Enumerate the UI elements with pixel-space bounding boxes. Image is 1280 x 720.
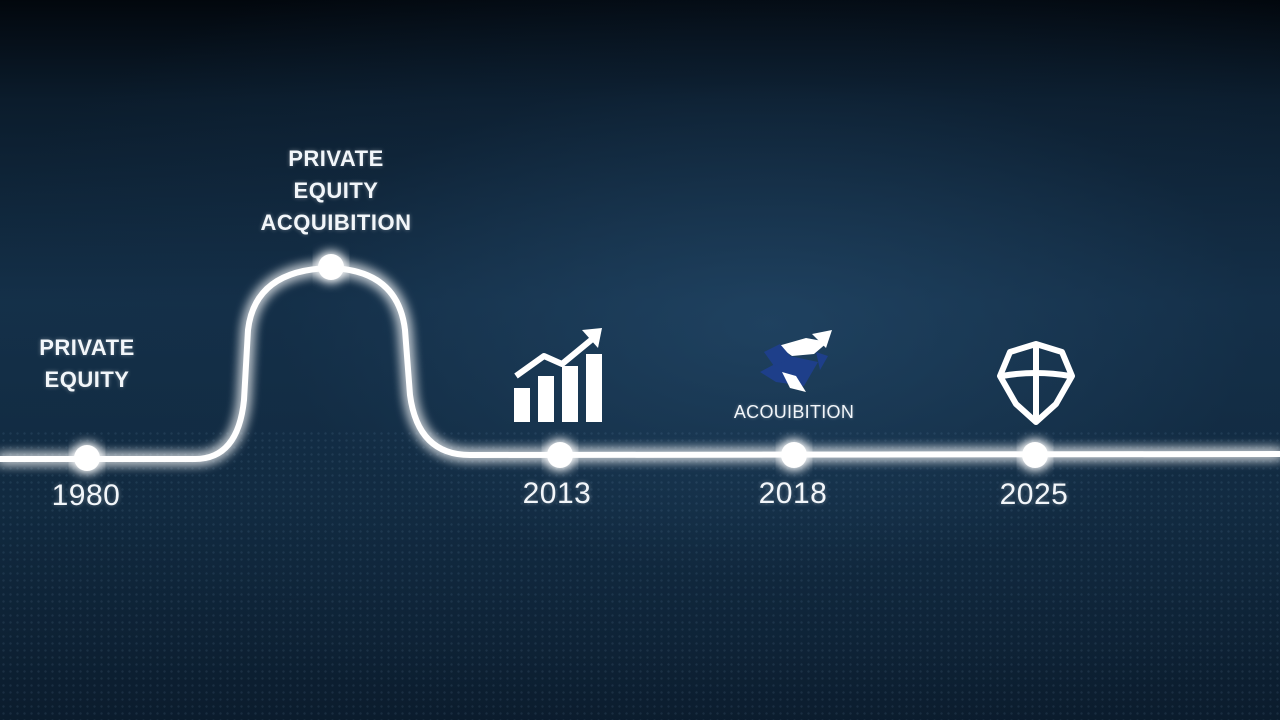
event-dot-2018 [781,442,807,468]
event-dot-2013 [547,442,573,468]
event-peak-label-line: PRIVATE [288,146,384,171]
event-dot-peak [318,254,344,280]
event-1980-label-line: PRIVATE [39,335,135,360]
event-dot-2025 [1022,442,1048,468]
event-2025-year: 2025 [999,478,1069,511]
event-peak-label-line: EQUITY [293,178,379,203]
event-1980-year: 1980 [51,479,121,512]
timeline-line [0,264,1280,462]
event-2018-year: 2018 [758,477,828,510]
event-2018-label: ACOUIBITION [733,402,855,422]
event-1980-label: PRIVATE EQUITY [17,332,157,396]
event-dot-1980 [74,445,100,471]
event-2013-year: 2013 [522,477,592,510]
event-peak-label-line: ACQUIBITION [260,210,412,235]
shield-icon [997,341,1075,425]
event-peak-label: PRIVATE EQUITY ACQUIBITION [226,143,446,239]
event-1980-label-line: EQUITY [44,367,130,392]
growth-chart-icon [514,328,602,422]
dot-pattern [0,430,1280,720]
handshake-icon [760,330,832,392]
